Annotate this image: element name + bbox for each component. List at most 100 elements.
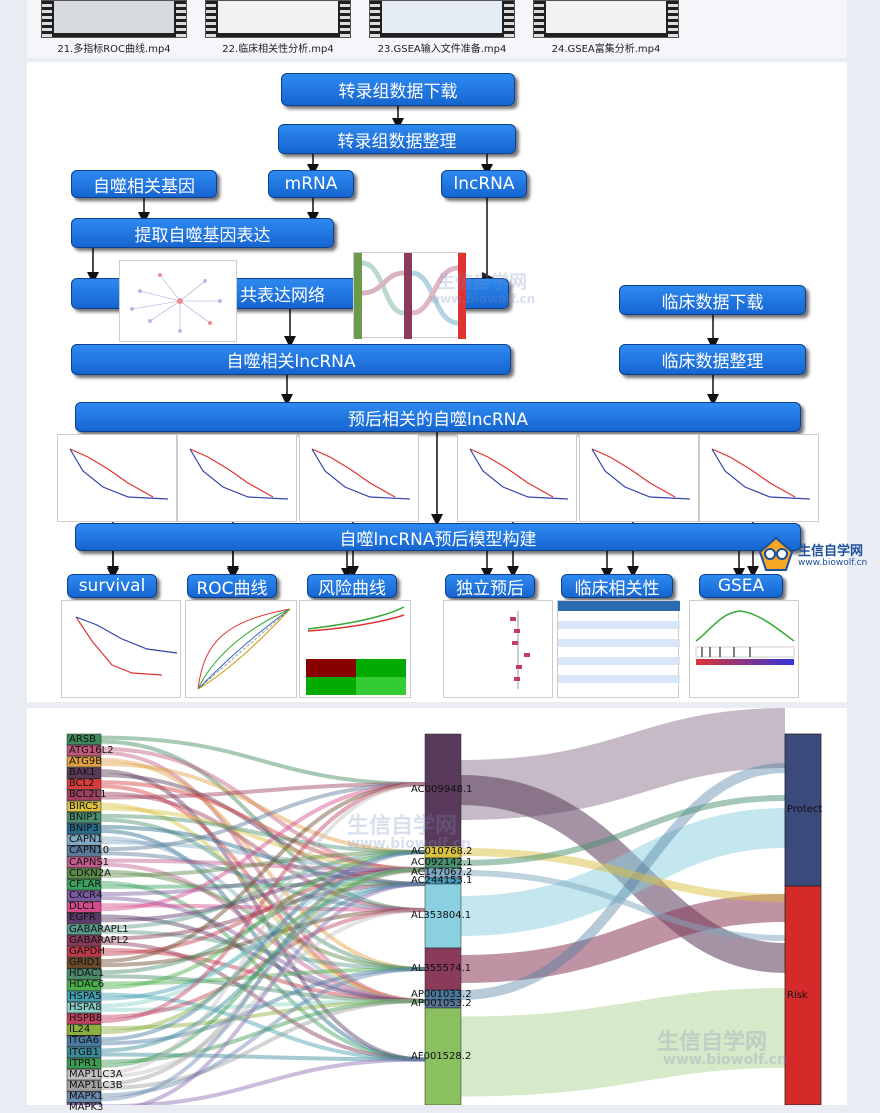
independent-prognosis-box: 独立预后: [445, 574, 535, 599]
km-curve-thumbnail: [579, 434, 699, 522]
alluvial-flow: [100, 791, 426, 912]
alluvial-flow: [100, 1057, 426, 1105]
gene-stratum: [66, 912, 102, 924]
gene-label: BNIP1: [69, 811, 99, 823]
gene-label: ATG9B: [69, 755, 103, 767]
alluvial-flow: [100, 862, 426, 1003]
clinical-organize-box: 临床数据整理: [619, 344, 806, 375]
alluvial-flow: [100, 784, 426, 1003]
video-caption[interactable]: 22.临床相关性分析.mp4: [222, 44, 334, 55]
video-thumbnail[interactable]: [205, 0, 351, 38]
gene-label: CAPNS1: [69, 856, 110, 868]
alluvial-flow: [100, 882, 426, 1001]
alluvial-flow: [100, 929, 426, 971]
alluvial-flow: [100, 850, 426, 990]
gene-label: IL24: [69, 1024, 91, 1036]
gene-label: HSPA8: [69, 1001, 102, 1013]
gene-label: GABARAPL1: [69, 923, 129, 935]
alluvial-flow: [100, 757, 426, 971]
gene-stratum: [66, 923, 102, 935]
alluvial-flow: [100, 782, 426, 800]
alluvial-flow: [100, 967, 426, 986]
gene-label: CAPN10: [69, 845, 110, 857]
km-curve-thumbnail: [57, 434, 177, 522]
alluvial-flow: [100, 940, 426, 1062]
alluvial-flow: [100, 840, 426, 871]
alluvial-flow: [100, 882, 426, 889]
video-caption[interactable]: 24.GSEA富集分析.mp4: [551, 44, 661, 55]
alluvial-flow: [460, 870, 786, 941]
gene-label: BIRC5: [69, 800, 99, 812]
km-curve-thumbnail: [699, 434, 819, 522]
gene-stratum: [66, 1024, 102, 1036]
alluvial-flow: [460, 988, 786, 1097]
alluvial-flow: [100, 761, 426, 854]
gsea-box: GSEA: [699, 574, 783, 598]
gene-stratum: [66, 767, 102, 779]
lncrna-stratum: [424, 1007, 462, 1105]
site-logo: 生信自学网 www.biowolf.cn: [756, 532, 880, 578]
risk-curve-box: 风险曲线: [307, 574, 397, 599]
lncrna-label: AL353804.1: [411, 910, 472, 921]
autophagy-lncrna-box: 自噬相关lncRNA: [71, 344, 511, 375]
alluvial-flow: [100, 867, 426, 1068]
logo-name: 生信自学网: [798, 544, 864, 559]
alluvial-flow: [100, 974, 426, 1003]
gene-label: BCL2L1: [69, 789, 107, 801]
gene-label: BCL2: [69, 778, 95, 790]
gene-label: ITGB1: [69, 1046, 100, 1058]
survival-plot-thumbnail: [61, 600, 181, 698]
gene-label: HDAC1: [69, 968, 105, 980]
alluvial-flow: [100, 836, 426, 1003]
alluvial-flow: [100, 999, 426, 1031]
gene-stratum: [66, 867, 102, 880]
alluvial-flow: [100, 868, 426, 975]
alluvial-flow: [100, 908, 426, 1019]
video-thumbnail[interactable]: [41, 0, 187, 38]
lncrna-stratum: [424, 733, 462, 847]
gene-stratum: [66, 990, 102, 1002]
transcriptome-organize-box: 转录组数据整理: [278, 124, 516, 154]
risk-label: Protect: [787, 804, 823, 815]
lncrna-box: lncRNA: [441, 170, 527, 198]
video-thumbnail[interactable]: [369, 0, 515, 38]
alluvial-flow: [100, 782, 426, 852]
alluvial-flow: [100, 947, 426, 1003]
survival-box: survival: [67, 574, 157, 598]
gene-stratum: [66, 879, 102, 891]
gene-stratum: [66, 946, 102, 958]
alluvial-flow: [460, 848, 786, 902]
gene-label: CDKN2A: [69, 867, 111, 879]
gene-label: DLC1: [69, 901, 96, 913]
gene-stratum: [66, 890, 102, 902]
alluvial-flow: [100, 868, 426, 1087]
gene-lncrna-flows: [100, 735, 426, 1105]
lncrna-label: AC244153.1: [411, 875, 473, 886]
gene-label: ITPR1: [69, 1057, 98, 1069]
video-thumbnail[interactable]: [533, 0, 679, 38]
risk-curve-thumbnail: [299, 600, 411, 698]
alluvial-flow: [100, 851, 426, 912]
video-strip: 21.多指标ROC曲线.mp4 22.临床相关性分析.mp4 23.GSEA输入…: [27, 0, 847, 58]
watermark-url: www.biowolf.cn: [663, 1052, 787, 1068]
alluvial-flow: [100, 867, 426, 1008]
gsea-plot-thumbnail: [689, 600, 799, 698]
gene-stratum: [66, 968, 102, 980]
alluvial-flow: [100, 782, 426, 1075]
alluvial-flow: [100, 868, 426, 923]
alluvial-flow: [100, 858, 426, 872]
gene-stratum: [66, 856, 102, 868]
gene-label: HSPA5: [69, 990, 102, 1002]
gene-label: ITGA6: [69, 1035, 100, 1047]
alluvial-flow: [100, 782, 426, 964]
clinical-table-thumbnail: [557, 600, 680, 698]
prognostic-model-box: 自噬lncRNA预后模型构建: [75, 523, 801, 551]
risk-stratum: [784, 885, 822, 1105]
watermark-url: www.biowolf.cn: [347, 836, 471, 852]
gene-label: MAPK3: [69, 1102, 104, 1113]
clinical-correlation-box: 临床相关性: [561, 574, 673, 599]
video-caption[interactable]: 23.GSEA输入文件准备.mp4: [377, 44, 507, 55]
lncrna-label: AP001033.2: [411, 989, 472, 1000]
video-caption[interactable]: 21.多指标ROC曲线.mp4: [57, 44, 171, 55]
gene-stratum: [66, 811, 102, 824]
